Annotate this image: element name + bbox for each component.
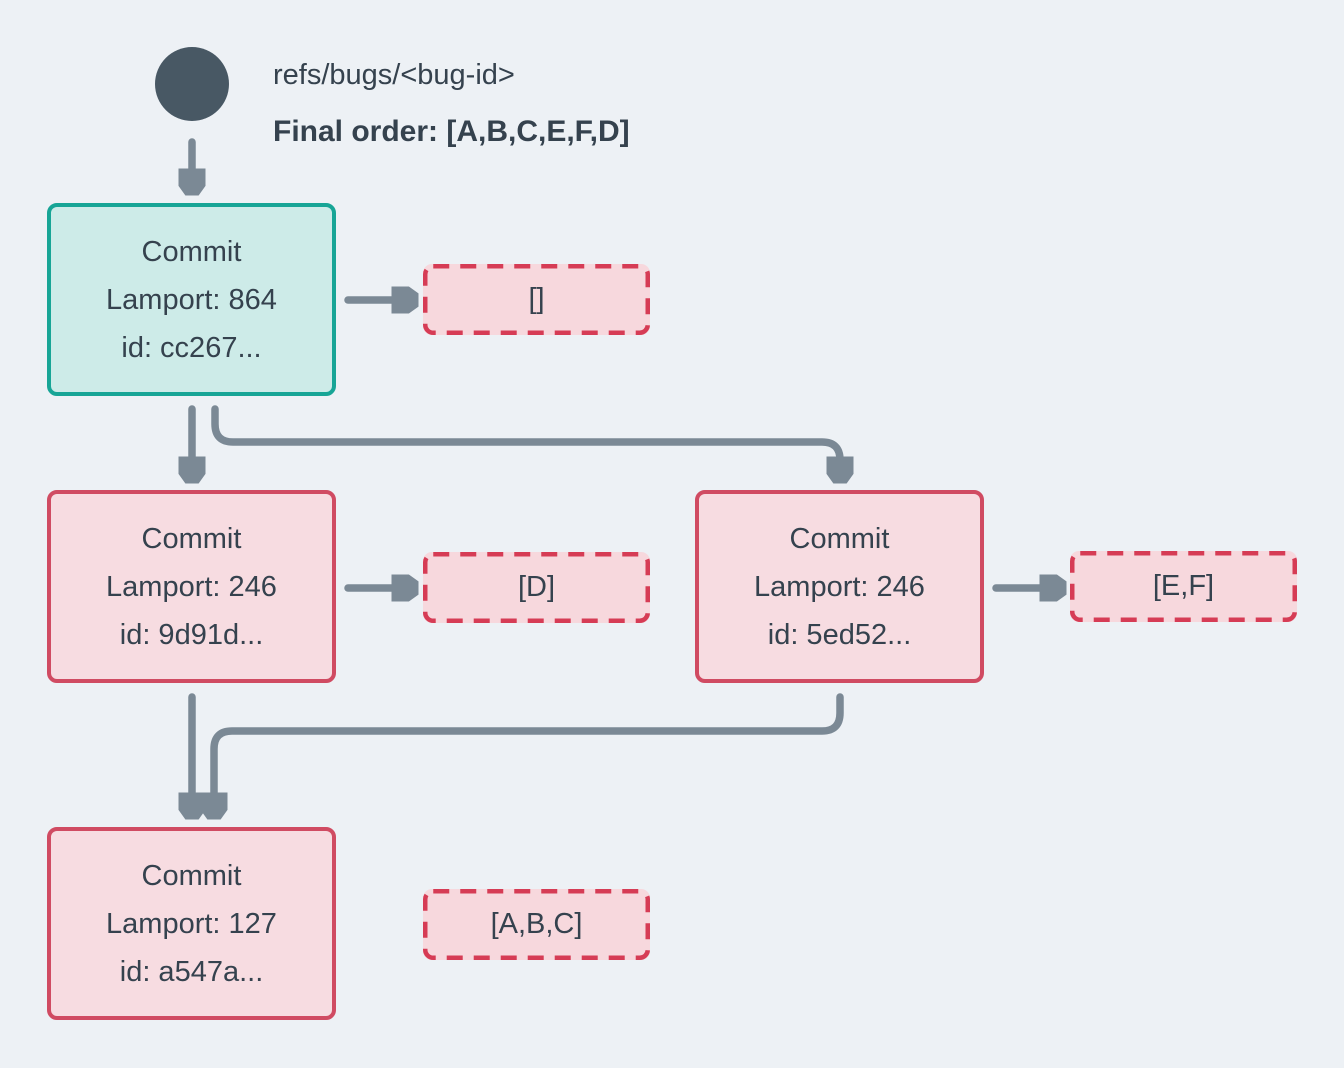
ops-box-abc: [A,B,C]	[423, 889, 650, 960]
commit-card-864: Commit Lamport: 864 id: cc267...	[47, 203, 336, 396]
final-order-label: Final order: [A,B,C,E,F,D]	[273, 115, 630, 148]
commit-title: Commit	[141, 235, 242, 268]
commit-card-246-9d91d: Commit Lamport: 246 id: 9d91d...	[47, 490, 336, 683]
ops-list: [A,B,C]	[490, 908, 583, 940]
ops-list: [E,F]	[1152, 570, 1215, 602]
dashed-border	[423, 552, 650, 623]
commit-id: id: 5ed52...	[767, 618, 912, 651]
ops-list: []	[528, 283, 545, 315]
ref-node-icon	[155, 47, 229, 121]
commit-id: id: a547a...	[119, 955, 264, 988]
commit-title: Commit	[141, 522, 242, 555]
commit-title: Commit	[789, 522, 890, 555]
commit-id: id: 9d91d...	[119, 618, 264, 651]
commit-card-127: Commit Lamport: 127 id: a547a...	[47, 827, 336, 1020]
arrow-commit-5ed52-to-commit-127	[214, 693, 844, 810]
commit-lamport: Lamport: 127	[106, 907, 277, 940]
ops-box-empty: []	[423, 264, 650, 335]
commit-card-246-5ed52: Commit Lamport: 246 id: 5ed52...	[695, 490, 984, 683]
arrow-commit-864-to-commit-5ed52	[211, 405, 840, 474]
dashed-border	[423, 889, 650, 960]
commit-id: id: cc267...	[121, 331, 262, 364]
dashed-border	[1070, 551, 1297, 622]
ref-label: refs/bugs/<bug-id>	[273, 59, 515, 91]
ops-box-ef: [E,F]	[1070, 551, 1297, 622]
commit-title: Commit	[141, 859, 242, 892]
ops-box-d: [D]	[423, 552, 650, 623]
commit-lamport: Lamport: 246	[106, 570, 277, 603]
ops-list: [D]	[517, 571, 556, 603]
commit-lamport: Lamport: 864	[106, 283, 277, 316]
commit-lamport: Lamport: 246	[754, 570, 925, 603]
dashed-border	[423, 264, 650, 335]
